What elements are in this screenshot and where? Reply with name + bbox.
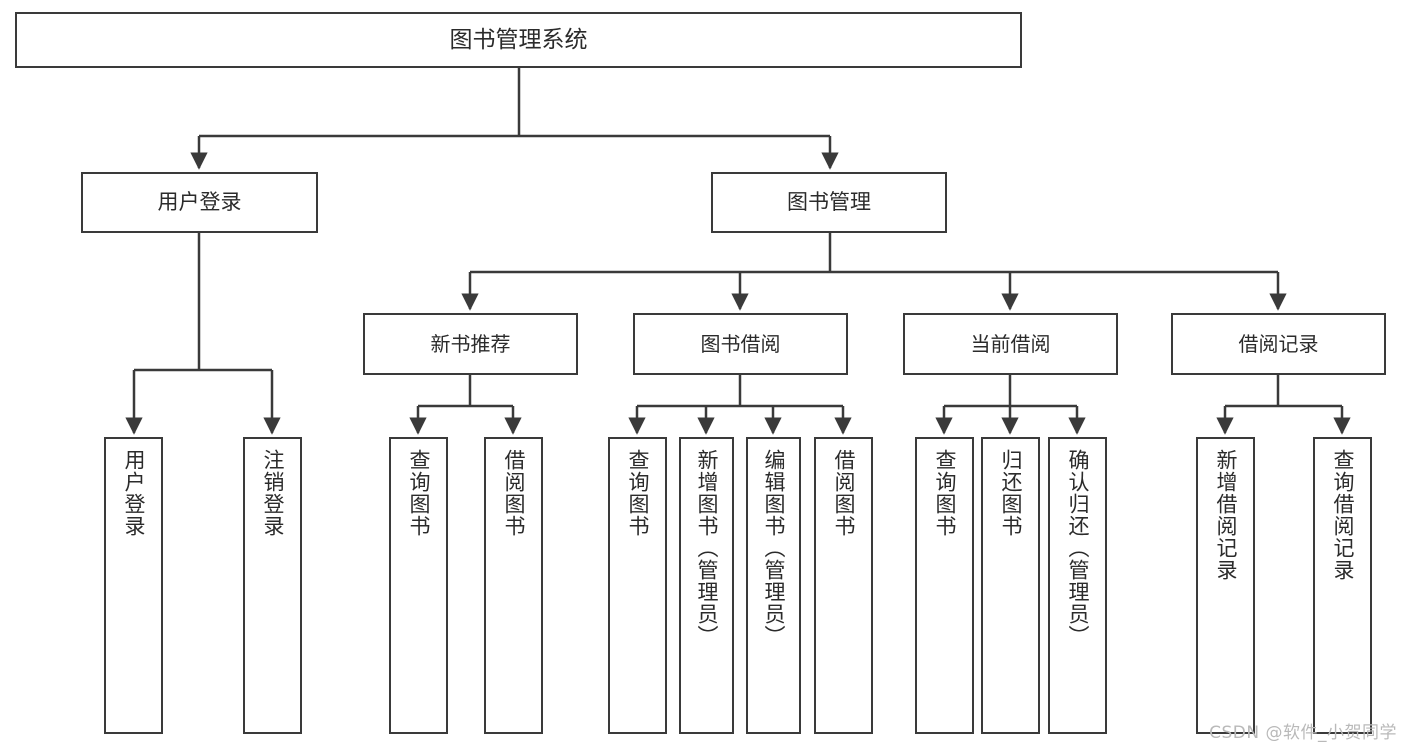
node-leaf-borrow-books-2[interactable]: 借阅图书 [814,437,873,734]
node-user-login[interactable]: 用户登录 [81,172,318,233]
node-leaf-confirm-return-admin-label: 确认归还（管理员） [1066,449,1090,647]
node-leaf-query-books-2[interactable]: 查询图书 [608,437,667,734]
node-leaf-query-books-3-label: 查询图书 [933,449,957,537]
watermark: CSDN @软件_小贺同学 [1209,723,1397,743]
node-new-book-recommend-label: 新书推荐 [430,331,511,356]
node-leaf-return-books-label: 归还图书 [999,449,1023,537]
node-leaf-query-books-2-label: 查询图书 [626,449,650,537]
node-leaf-borrow-books-2-label: 借阅图书 [832,449,856,537]
node-book-management[interactable]: 图书管理 [711,172,947,233]
node-leaf-edit-book-admin[interactable]: 编辑图书（管理员） [746,437,801,734]
node-leaf-add-book-admin[interactable]: 新增图书（管理员） [679,437,734,734]
node-leaf-query-books-1-label: 查询图书 [407,449,431,537]
node-leaf-query-borrow-record[interactable]: 查询借阅记录 [1313,437,1372,734]
node-book-borrow[interactable]: 图书借阅 [633,313,848,375]
node-root[interactable]: 图书管理系统 [15,12,1022,68]
node-current-borrow-label: 当前借阅 [970,331,1051,356]
node-leaf-borrow-books-1[interactable]: 借阅图书 [484,437,543,734]
node-borrow-record[interactable]: 借阅记录 [1171,313,1386,375]
node-book-management-label: 图书管理 [787,190,871,215]
node-book-borrow-label: 图书借阅 [700,331,781,356]
node-user-login-label: 用户登录 [157,190,242,215]
node-new-book-recommend[interactable]: 新书推荐 [363,313,578,375]
node-leaf-query-borrow-record-label: 查询借阅记录 [1331,449,1355,581]
node-root-label: 图书管理系统 [449,26,588,53]
node-leaf-add-book-admin-label: 新增图书（管理员） [695,449,719,647]
node-borrow-record-label: 借阅记录 [1238,331,1319,356]
node-leaf-user-login-label: 用户登录 [122,449,146,537]
node-leaf-confirm-return-admin[interactable]: 确认归还（管理员） [1048,437,1107,734]
node-leaf-return-books[interactable]: 归还图书 [981,437,1040,734]
node-leaf-query-books-3[interactable]: 查询图书 [915,437,974,734]
node-leaf-logout-login-label: 注销登录 [261,449,285,537]
node-leaf-add-borrow-record-label: 新增借阅记录 [1214,449,1238,581]
node-leaf-user-login[interactable]: 用户登录 [104,437,163,734]
node-leaf-edit-book-admin-label: 编辑图书（管理员） [762,449,786,647]
node-current-borrow[interactable]: 当前借阅 [903,313,1118,375]
node-leaf-borrow-books-1-label: 借阅图书 [502,449,526,537]
node-leaf-add-borrow-record[interactable]: 新增借阅记录 [1196,437,1255,734]
node-leaf-logout-login[interactable]: 注销登录 [243,437,302,734]
node-leaf-query-books-1[interactable]: 查询图书 [389,437,448,734]
